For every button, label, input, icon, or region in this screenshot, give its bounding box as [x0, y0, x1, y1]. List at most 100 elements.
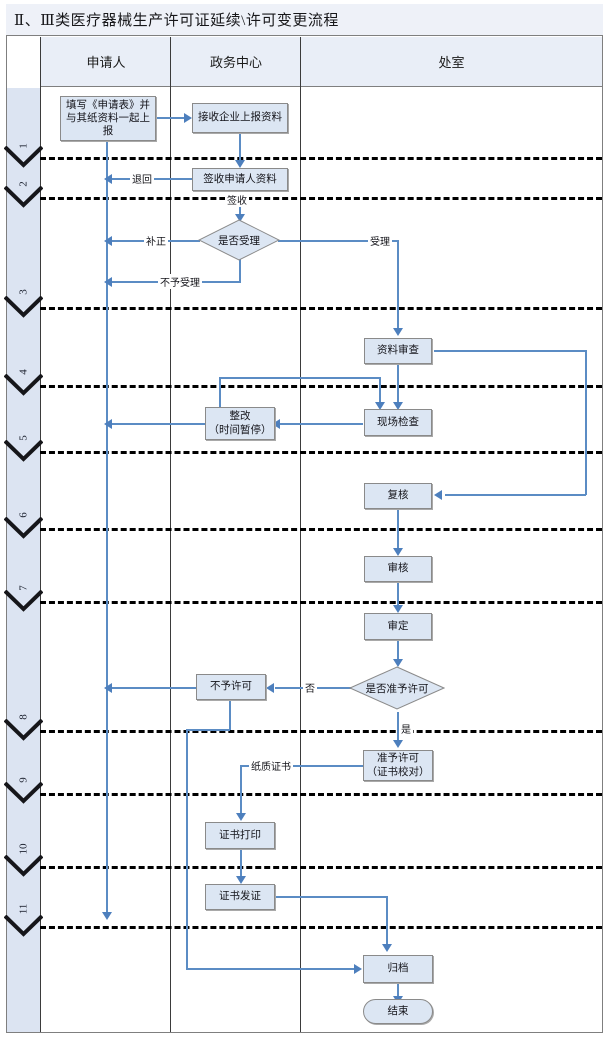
step-number-7: 7	[17, 585, 30, 591]
edge-n2-n3-arrow	[235, 160, 245, 168]
node-rectification-line1: 整改	[229, 411, 251, 423]
step-chevron-8	[4, 719, 43, 741]
edge-n7-applicant-arrow	[104, 419, 112, 429]
step-number-10: 10	[17, 843, 30, 855]
edge-paper-cert-v	[240, 765, 242, 815]
edge-n5-n6-arrow	[393, 402, 403, 410]
edge-applicant-trunk-arrow	[102, 912, 112, 920]
lane-divider-7	[40, 601, 602, 604]
edge-label-paper-cert: 纸质证书	[249, 758, 293, 773]
edge-paper-cert-h	[240, 765, 364, 767]
step-number-8: 8	[17, 714, 30, 720]
node-is-license-granted-label: 是否准予许可	[365, 683, 429, 695]
edge-n7-back-arrow	[375, 402, 385, 410]
edge-n8-n9-arrow	[393, 548, 403, 556]
edge-n5-n8-arrow	[434, 490, 442, 500]
edge-label-reject-accept: 不予受理	[158, 274, 202, 289]
node-license-granted-line2: （证书校对）	[366, 766, 430, 778]
step-number-9: 9	[17, 777, 30, 783]
edge-n7-back-h	[219, 377, 380, 379]
edge-n12-archive-h1	[186, 729, 230, 731]
node-material-review[interactable]: 资料审查	[364, 338, 432, 364]
edge-n10-n11	[397, 640, 399, 662]
edge-label-accept: 受理	[368, 233, 392, 248]
node-is-accepted-label: 是否受理	[218, 235, 260, 247]
lane-divider-10	[40, 866, 602, 869]
title-bar	[6, 4, 603, 36]
edge-n12-applicant-arrow	[104, 683, 112, 693]
column-separator-2	[300, 37, 301, 1032]
node-archive[interactable]: 归档	[363, 955, 433, 983]
edge-n14-n15	[240, 848, 242, 878]
edge-n1-n2-arrow	[184, 113, 192, 123]
step-number-3: 3	[17, 289, 30, 295]
edge-n6-n7-arrow	[272, 419, 280, 429]
lane-divider-9	[40, 793, 602, 796]
edge-accept-arrow	[393, 328, 403, 336]
node-certificate-issuance[interactable]: 证书发证	[205, 884, 275, 910]
edge-n7-back-v1	[219, 377, 221, 408]
edge-n8-n9	[397, 508, 399, 550]
column-header-service-center: 政务中心	[171, 37, 301, 87]
edge-n15-n16-arrow	[382, 944, 392, 952]
node-certificate-printing[interactable]: 证书打印	[205, 822, 275, 849]
edge-n12-archive-h2	[186, 968, 356, 970]
node-review[interactable]: 审核	[364, 556, 432, 582]
edge-n12-applicant	[110, 687, 196, 689]
step-number-1: 1	[17, 143, 30, 149]
edge-accept-h	[278, 240, 398, 242]
edge-applicant-trunk	[106, 140, 108, 916]
edge-sign-arrow	[235, 214, 245, 222]
node-approval-decision[interactable]: 审定	[364, 613, 432, 640]
step-chevron-3	[4, 296, 43, 318]
edge-label-no: 否	[303, 680, 317, 695]
edge-n5-n8-h2	[445, 494, 586, 496]
step-number-2: 2	[17, 181, 30, 187]
edge-return-arrow	[104, 174, 112, 184]
step-chevron-5	[4, 440, 43, 462]
edge-label-sign: 签收	[225, 192, 249, 207]
edge-n15-n16-h	[275, 896, 388, 898]
node-is-accepted[interactable]: 是否受理	[197, 219, 281, 261]
step-number-11: 11	[17, 903, 30, 915]
step-chevron-2	[4, 186, 43, 208]
edge-n2-n3	[239, 133, 241, 162]
edge-n9-n10-arrow	[393, 605, 403, 613]
node-reexamination[interactable]: 复核	[364, 483, 432, 509]
edge-n5-n8-v	[585, 350, 587, 495]
node-fill-application-form[interactable]: 填写《申请表》并与其纸资料一起上报	[60, 96, 156, 141]
column-header-applicant: 申请人	[41, 37, 171, 87]
edge-n14-n15-arrow	[236, 876, 246, 884]
edge-n12-archive-v1	[229, 700, 231, 730]
node-receive-enterprise-materials[interactable]: 接收企业上报资料	[192, 103, 288, 133]
lane-divider-5	[40, 451, 602, 454]
step-chevron-9	[4, 782, 43, 804]
step-chevron-11	[4, 915, 43, 937]
node-is-license-granted[interactable]: 是否准予许可	[348, 666, 446, 710]
edge-n1-n2	[155, 117, 185, 119]
edge-reject-v	[239, 254, 241, 282]
node-rectification[interactable]: 整改 （时间暂停）	[205, 407, 275, 440]
node-sign-applicant-materials[interactable]: 签收申请人资料	[192, 168, 288, 191]
lane-divider-6	[40, 528, 602, 531]
step-chevron-4	[4, 374, 43, 396]
edge-n15-n16-v	[386, 896, 388, 946]
edge-n5-n6	[397, 363, 399, 405]
lane-divider-11	[40, 926, 602, 929]
node-license-denied[interactable]: 不予许可	[196, 674, 266, 700]
page-title: Ⅱ、Ⅲ类医疗器械生产许可证延续\许可变更流程	[14, 13, 339, 29]
node-onsite-inspection[interactable]: 现场检查	[364, 409, 432, 436]
column-separator-1	[170, 37, 171, 1032]
step-number-4: 4	[17, 369, 30, 375]
edge-supplement-arrow	[104, 236, 112, 246]
step-chevron-7	[4, 590, 43, 612]
step-number-6: 6	[17, 512, 30, 518]
node-end[interactable]: 结束	[363, 999, 433, 1024]
node-license-granted[interactable]: 准予许可 （证书校对）	[363, 750, 433, 781]
edge-paper-cert-arrow	[236, 813, 246, 821]
edge-n10-n11-arrow	[393, 659, 403, 667]
edge-n6-n7	[280, 423, 363, 425]
lane-divider-2	[40, 197, 602, 200]
edge-n9-n10	[397, 581, 399, 607]
edge-label-yes: 是	[399, 721, 413, 736]
